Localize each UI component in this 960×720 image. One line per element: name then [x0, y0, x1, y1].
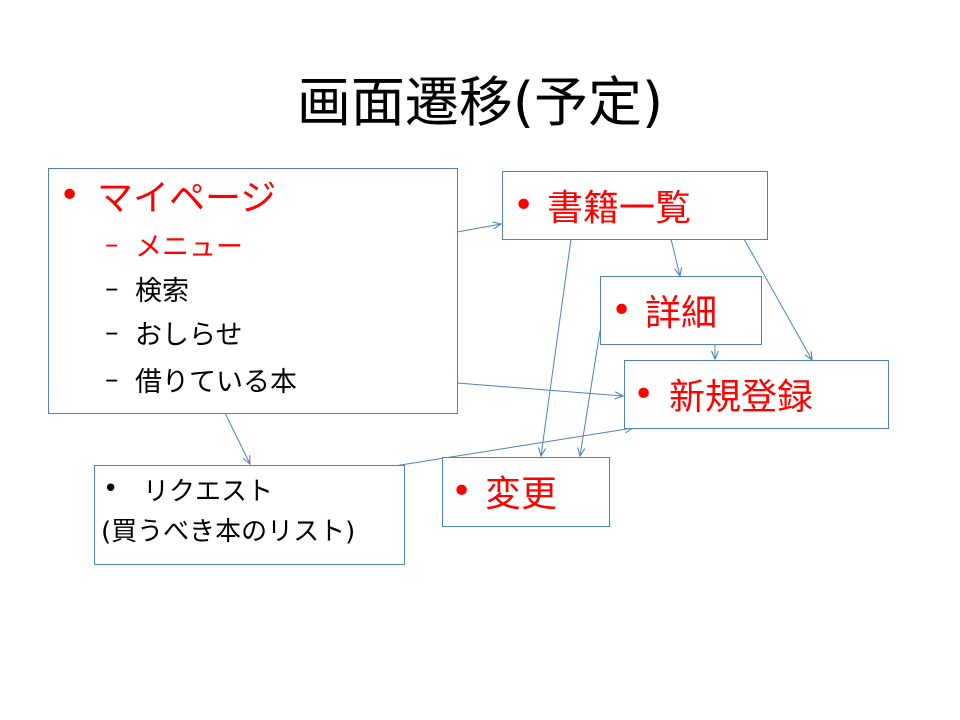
bullet-icon: •	[59, 174, 81, 216]
booklist-label: 書籍一覧	[547, 188, 692, 229]
new-entry-label: 新規登録	[669, 377, 814, 418]
booklist-box: • 書籍一覧	[502, 171, 768, 240]
mypage-item: • マイページ	[59, 173, 276, 220]
arrow-mypage-to-request	[224, 412, 250, 464]
dash-icon: –	[105, 363, 119, 395]
detail-label: 詳細	[645, 293, 718, 334]
subitem-label: おしらせ	[135, 319, 243, 351]
detail-item: • 詳細	[611, 287, 718, 335]
booklist-item: • 書籍一覧	[513, 182, 692, 230]
request-item: • リクエスト	[103, 472, 274, 507]
request-sub-label: (買うべき本のリスト)	[101, 516, 356, 547]
change-box: • 変更	[442, 457, 610, 527]
subitem-search: – 検索	[105, 271, 189, 307]
request-box: • リクエスト (買うべき本のリスト)	[94, 465, 405, 565]
subitem-label: メニュー	[135, 231, 243, 263]
bullet-icon: •	[451, 470, 473, 512]
change-item: • 変更	[451, 468, 558, 516]
arrow-detail-to-change	[580, 330, 601, 456]
change-label: 変更	[485, 474, 558, 515]
bullet-icon: •	[611, 289, 633, 331]
detail-box: • 詳細	[600, 276, 762, 345]
mypage-label: マイページ	[97, 178, 277, 219]
subitem-menu: – メニュー	[105, 227, 243, 263]
request-sub: (買うべき本のリスト)	[101, 512, 356, 547]
bullet-icon: •	[103, 474, 119, 504]
dash-icon: –	[105, 228, 119, 260]
bullet-icon: •	[513, 184, 535, 226]
request-label: リクエスト	[143, 476, 274, 507]
dash-icon: –	[105, 272, 119, 304]
arrow-booklist-to-detail	[670, 238, 680, 276]
arrow-mypage-to-newentry	[456, 382, 623, 396]
subitem-borrowed: – 借りている本	[105, 362, 297, 398]
arrow-booklist-to-change	[541, 238, 572, 456]
bullet-icon: •	[633, 373, 655, 415]
subitem-notice: – おしらせ	[105, 315, 243, 351]
dash-icon: –	[105, 316, 119, 348]
subitem-label: 借りている本	[135, 366, 297, 398]
new-entry-box: • 新規登録	[624, 360, 889, 429]
subitem-label: 検索	[135, 275, 189, 307]
arrow-mypage-to-booklist	[456, 224, 501, 233]
new-entry-item: • 新規登録	[633, 371, 814, 419]
page-title: 画面遷移(予定)	[296, 71, 664, 134]
mypage-box: • マイページ – メニュー – 検索 – おしらせ – 借りている本	[48, 168, 458, 414]
